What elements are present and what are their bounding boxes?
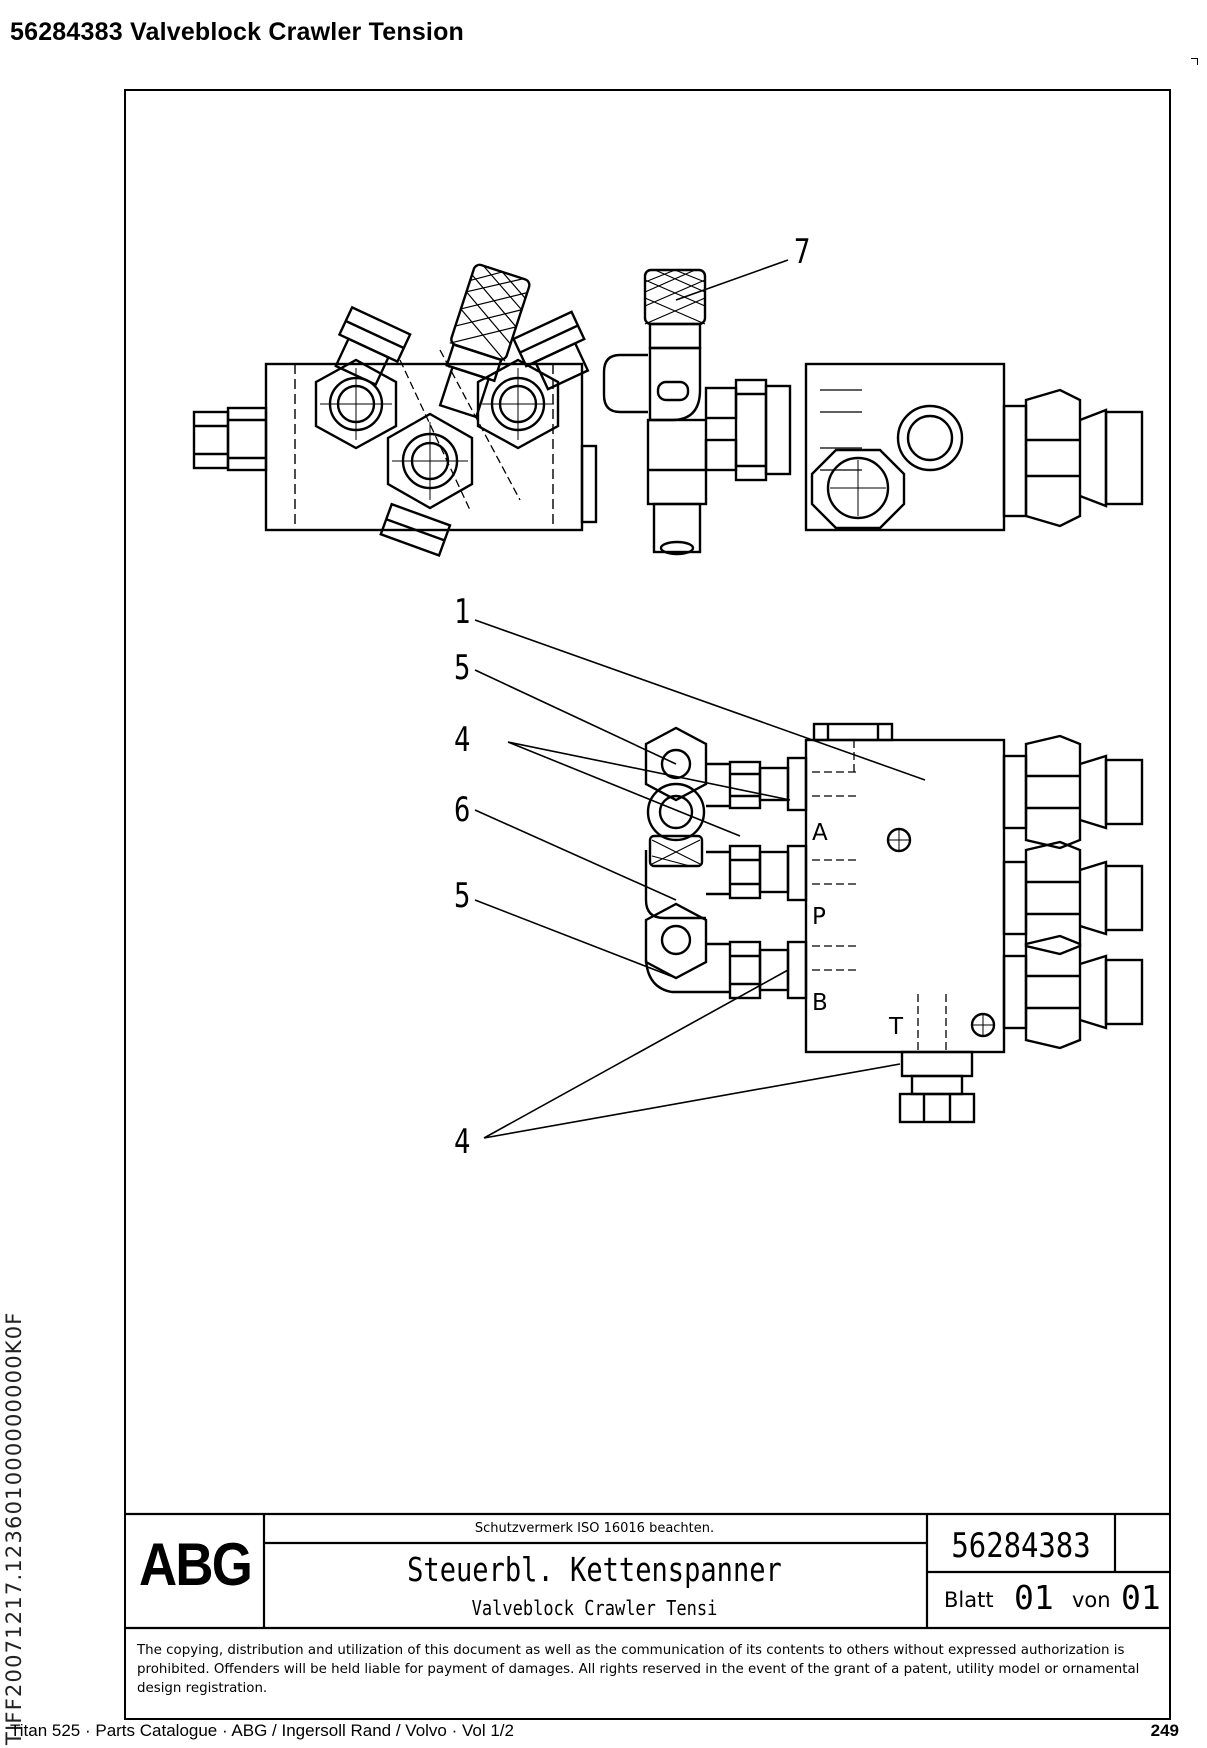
callout-1: 1 xyxy=(454,592,471,632)
side-file-code: TIFF20071217.123601000000000K0F xyxy=(2,1311,26,1745)
drawing-title-english: Valveblock Crawler Tensi xyxy=(471,1596,718,1620)
footer-text: Titan 525 · Parts Catalogue · ABG / Inge… xyxy=(10,1721,514,1740)
port-b: B xyxy=(812,990,828,1016)
drawing-title-german: Steuerbl. Kettenspanner xyxy=(407,1550,782,1589)
port-p: P xyxy=(812,904,826,930)
drawing-frame xyxy=(124,89,1171,1720)
callout-5-top: 5 xyxy=(454,648,471,688)
port-a: A xyxy=(812,820,828,846)
sheet-of-label: von xyxy=(1072,1588,1111,1612)
sheet-value: 01 xyxy=(1014,1578,1054,1617)
copyright-notice: The copying, distribution and utilizatio… xyxy=(137,1643,1140,1696)
page-title: 56284383 Valveblock Crawler Tension xyxy=(10,18,465,46)
callout-6: 6 xyxy=(454,790,471,830)
callout-7: 7 xyxy=(794,232,811,272)
view-bottom xyxy=(644,722,1144,1124)
page-number: 249 xyxy=(1150,1721,1179,1740)
callout-5-bottom: 5 xyxy=(454,876,471,916)
callout-4-top: 4 xyxy=(454,720,471,760)
callout-4-bottom: 4 xyxy=(454,1122,471,1162)
view-top-right xyxy=(602,268,1144,556)
title-block-lines xyxy=(124,1512,1171,1630)
view-top-left xyxy=(192,263,598,558)
drawing-number: 56284383 xyxy=(951,1526,1091,1566)
sheet-of-value: 01 xyxy=(1121,1578,1161,1617)
leader-lines xyxy=(474,259,926,1139)
corner-mark xyxy=(1191,58,1198,65)
port-t: T xyxy=(889,1014,904,1040)
abg-logo: ABG xyxy=(138,1531,253,1598)
sheet-label: Blatt xyxy=(944,1588,994,1612)
iso-notice: Schutzvermerk ISO 16016 beachten. xyxy=(474,1521,715,1536)
